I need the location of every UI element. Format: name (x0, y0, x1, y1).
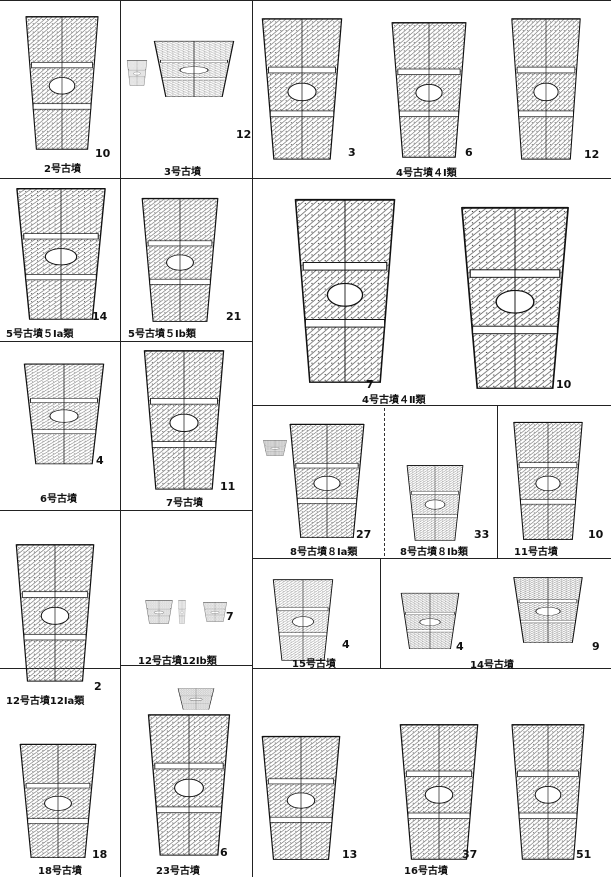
fig-caption: 4号古墳４Ⅰ類 (396, 168, 457, 179)
fig-number: 7 (366, 378, 374, 391)
fig-number: 51 (576, 848, 592, 861)
fig-caption: 12号古墳12Ⅰb類 (138, 656, 217, 667)
fig-number: 6 (220, 846, 228, 859)
haniwa-drawing (16, 742, 100, 860)
haniwa-fragment-drawing (262, 440, 288, 456)
fig-caption: 4号古墳４Ⅱ類 (362, 395, 426, 406)
fig-number: 13 (342, 848, 358, 861)
fig-caption: 8号古墳８Ⅰa類 (290, 547, 358, 558)
grid-line (0, 510, 252, 511)
fig-caption: 18号古墳 (38, 866, 82, 877)
fig-caption: 5号古墳５Ⅰa類 (6, 329, 74, 340)
haniwa-fragment-drawing (202, 602, 228, 622)
haniwa-drawing (22, 14, 102, 152)
fig-caption: 11号古墳 (514, 547, 558, 558)
fig-caption: 7号古墳 (166, 498, 203, 509)
fig-caption: 14号古墳 (470, 660, 514, 671)
haniwa-drawing (270, 578, 336, 662)
haniwa-drawing (510, 420, 586, 542)
fig-number: 14 (92, 310, 108, 323)
haniwa-drawing (138, 196, 222, 324)
grid-line (120, 510, 121, 877)
haniwa-drawing (144, 712, 234, 858)
fig-number: 4 (342, 638, 350, 651)
fig-caption: 8号古墳８Ⅰb類 (400, 547, 468, 558)
haniwa-fragment-drawing (176, 688, 216, 710)
fig-number: 37 (462, 848, 478, 861)
grid-line (252, 405, 611, 406)
fig-caption: 23号古墳 (156, 866, 200, 877)
fig-number: 9 (592, 640, 600, 653)
haniwa-fragment-drawing (178, 600, 186, 624)
fig-number: 10 (556, 378, 572, 391)
fig-number: 27 (356, 528, 372, 541)
haniwa-drawing (508, 722, 588, 862)
haniwa-drawing (258, 734, 344, 862)
fig-number: 33 (474, 528, 490, 541)
haniwa-fragment-drawing (144, 600, 174, 624)
grid-line (0, 341, 252, 342)
grid-line (252, 668, 611, 669)
haniwa-drawing (140, 348, 228, 492)
haniwa-drawing (510, 576, 586, 644)
grid-dash (384, 408, 385, 556)
fig-number: 4 (456, 640, 464, 653)
grid-line (0, 0, 611, 1)
haniwa-drawing (12, 186, 110, 322)
grid-line (252, 0, 253, 877)
grid-line (120, 0, 121, 510)
haniwa-drawing (396, 722, 482, 862)
grid-line (497, 405, 498, 558)
fig-caption: 16号古墳 (404, 866, 448, 877)
haniwa-fragment-drawing (126, 60, 148, 86)
haniwa-drawing (398, 592, 462, 650)
grid-line (120, 341, 121, 510)
fig-number: 21 (226, 310, 242, 323)
fig-caption: 15号古墳 (292, 659, 336, 670)
grid-line (0, 178, 611, 179)
fig-number: 12 (236, 128, 252, 141)
haniwa-drawing (258, 16, 346, 162)
grid-line (252, 558, 611, 559)
fig-number: 18 (92, 848, 108, 861)
fig-caption: 3号古墳 (164, 167, 201, 178)
fig-caption: 12号古墳12Ⅰa類 (6, 696, 85, 707)
fig-number: 2 (94, 680, 102, 693)
fig-number: 10 (95, 147, 111, 160)
fig-caption: 5号古墳５Ⅰb類 (128, 329, 196, 340)
fig-number: 7 (226, 610, 234, 623)
fig-number: 12 (584, 148, 600, 161)
fig-number: 10 (588, 528, 604, 541)
grid-line (120, 665, 252, 666)
haniwa-drawing (404, 464, 466, 542)
haniwa-drawing (508, 16, 584, 162)
haniwa-drawing (290, 196, 400, 386)
fig-number: 4 (96, 454, 104, 467)
haniwa-drawing (12, 542, 98, 684)
haniwa-drawing (286, 422, 368, 540)
haniwa-drawing (456, 204, 574, 392)
fig-number: 3 (348, 146, 356, 159)
haniwa-fragment-drawing (150, 40, 238, 98)
fig-caption: 6号古墳 (40, 494, 77, 505)
fig-number: 11 (220, 480, 236, 493)
fig-caption: 2号古墳 (44, 164, 81, 175)
haniwa-drawing (20, 362, 108, 466)
haniwa-drawing (388, 20, 470, 160)
fig-number: 6 (465, 146, 473, 159)
grid-line (380, 558, 381, 668)
